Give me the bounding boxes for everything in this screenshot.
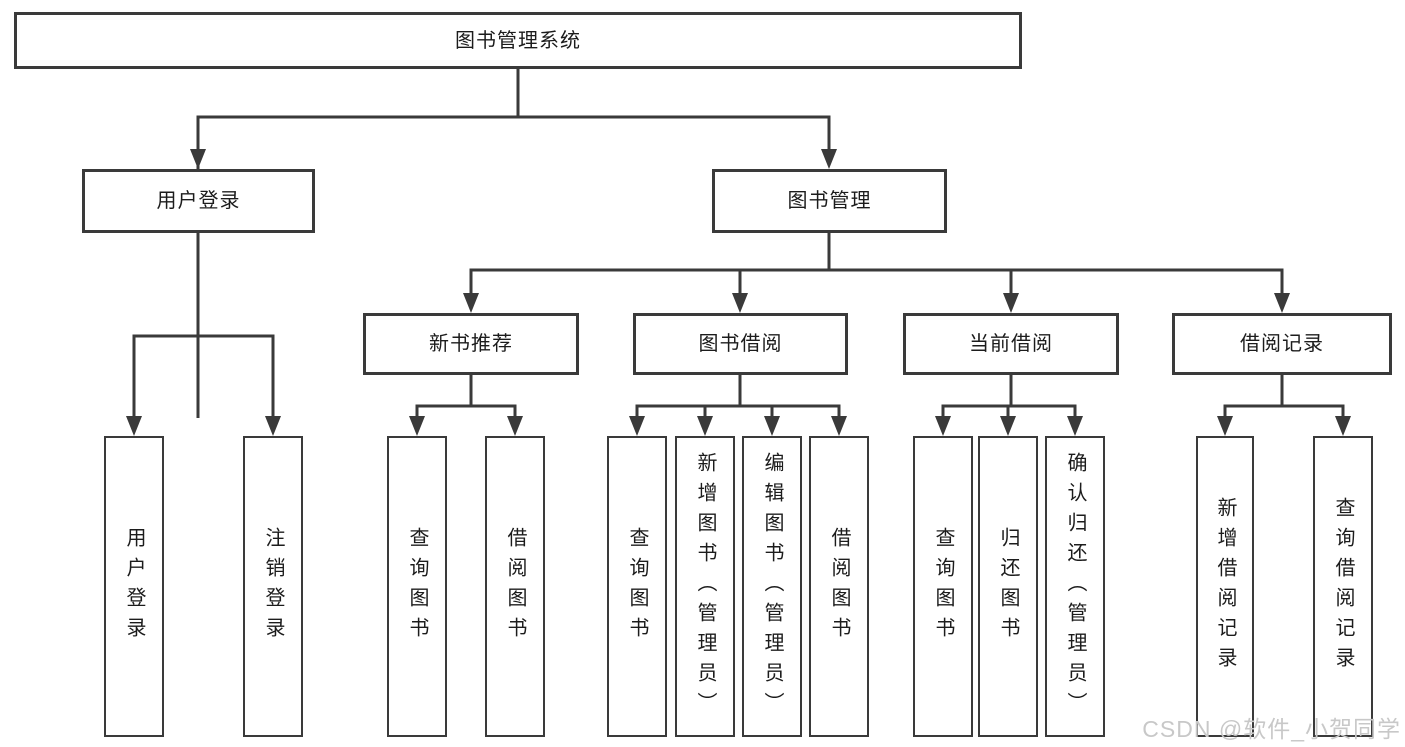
leaf-add-borrow-record-label: 新增借阅记录 <box>1214 496 1236 677</box>
node-current-borrow-label: 当前借阅 <box>969 333 1053 355</box>
leaf-query-books-borrow-label: 查询图书 <box>626 526 648 647</box>
leaf-query-borrow-record: 查询借阅记录 <box>1313 436 1373 737</box>
leaf-confirm-return-admin-label: 确认归还（管理员） <box>1064 451 1086 722</box>
leaf-confirm-return-admin: 确认归还（管理员） <box>1045 436 1105 737</box>
leaf-borrow-books: 借阅图书 <box>809 436 869 737</box>
leaf-edit-book-admin-label: 编辑图书（管理员） <box>761 451 783 722</box>
csdn-watermark: CSDN @软件_小贺同学 <box>1142 716 1401 742</box>
leaf-logout-label: 注销登录 <box>262 526 284 647</box>
node-book-management-label: 图书管理 <box>787 190 872 212</box>
leaf-borrow-books-recommend: 借阅图书 <box>485 436 545 737</box>
node-new-book-recommend: 新书推荐 <box>363 313 579 375</box>
node-borrow-records-label: 借阅记录 <box>1240 333 1324 355</box>
node-library-system-label: 图书管理系统 <box>455 29 581 52</box>
leaf-query-books-borrow: 查询图书 <box>607 436 667 737</box>
node-library-system: 图书管理系统 <box>14 12 1022 69</box>
node-current-borrow: 当前借阅 <box>903 313 1119 375</box>
node-user-login: 用户登录 <box>82 169 315 233</box>
leaf-edit-book-admin: 编辑图书（管理员） <box>742 436 802 737</box>
leaf-user-login: 用户登录 <box>104 436 164 737</box>
node-new-book-recommend-label: 新书推荐 <box>429 333 513 355</box>
leaf-borrow-books-label: 借阅图书 <box>828 526 850 647</box>
leaf-query-borrow-record-label: 查询借阅记录 <box>1332 496 1354 677</box>
node-book-borrow: 图书借阅 <box>633 313 848 375</box>
leaf-query-books-recommend-label: 查询图书 <box>406 526 428 647</box>
leaf-query-books-recommend: 查询图书 <box>387 436 447 737</box>
leaf-add-borrow-record: 新增借阅记录 <box>1196 436 1254 737</box>
leaf-query-books-current-label: 查询图书 <box>932 526 954 647</box>
node-book-management: 图书管理 <box>712 169 947 233</box>
arrowheads <box>126 149 1351 436</box>
leaf-return-book: 归还图书 <box>978 436 1038 737</box>
leaf-add-book-admin: 新增图书（管理员） <box>675 436 735 737</box>
leaf-query-books-current: 查询图书 <box>913 436 973 737</box>
leaf-user-login-label: 用户登录 <box>123 526 145 647</box>
leaf-borrow-books-recommend-label: 借阅图书 <box>504 526 526 647</box>
leaf-return-book-label: 归还图书 <box>997 526 1019 647</box>
leaf-logout: 注销登录 <box>243 436 303 737</box>
node-book-borrow-label: 图书借阅 <box>698 333 783 355</box>
node-borrow-records: 借阅记录 <box>1172 313 1392 375</box>
leaf-add-book-admin-label: 新增图书（管理员） <box>694 451 716 722</box>
node-user-login-label: 用户登录 <box>156 190 241 212</box>
